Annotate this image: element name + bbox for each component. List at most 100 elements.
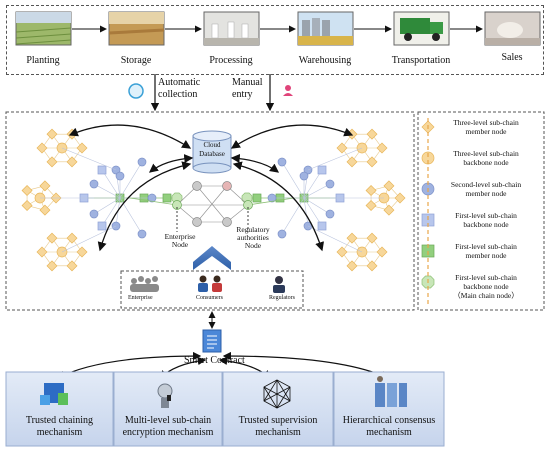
enterprise-node-label: Enterprise Node — [164, 232, 196, 249]
legend-panel — [417, 111, 545, 311]
second-level-member-node — [325, 209, 335, 219]
second-level-member-node — [325, 179, 335, 189]
sales-image — [484, 11, 541, 46]
warehousing-image — [297, 11, 354, 46]
regulators-icon — [273, 276, 285, 293]
first-level-member-node — [252, 193, 262, 203]
stage-label-planting: Planting — [26, 55, 60, 66]
three-level-member-node — [46, 232, 58, 244]
three-level-member-node — [66, 156, 78, 168]
three-level-member-node — [366, 156, 378, 168]
network-edge — [196, 185, 228, 223]
auto-collection-icon — [128, 83, 144, 99]
cloud-label-line1: Cloud — [203, 141, 221, 149]
first-level-backbone-node — [97, 221, 107, 231]
main-chain-peer-node — [222, 181, 232, 191]
trusted-chaining-icon — [40, 383, 68, 405]
stage-label-transportation: Transportation — [391, 55, 451, 66]
second-level-member-node — [137, 157, 147, 167]
cloud-label-line2: Database — [199, 150, 225, 158]
supervision-network-icon — [263, 379, 291, 409]
smart-contract-label: Smart Contract — [184, 355, 245, 366]
three-level-member-node — [383, 204, 395, 216]
three-level-member-node — [21, 184, 33, 196]
chevron-up-icon — [193, 246, 231, 270]
storage-image — [108, 11, 165, 46]
three-level-member-node — [336, 142, 348, 154]
legend-label: First-level sub-chain backbone node （Mai… — [453, 273, 519, 300]
three-level-member-node — [383, 180, 395, 192]
three-level-member-node — [346, 232, 358, 244]
second-level-member-node — [299, 171, 309, 181]
auto-collection-label: Automatic collection — [158, 77, 201, 100]
stage-label-warehousing: Warehousing — [298, 55, 352, 66]
three-level-member-node — [36, 246, 48, 258]
network-edge — [119, 161, 143, 199]
three-level-member-node — [39, 180, 51, 192]
three-level-member-node — [394, 192, 406, 204]
first-level-backbone-node — [317, 221, 327, 231]
three-level-member-node — [66, 260, 78, 272]
process-strip — [6, 5, 544, 75]
three-level-member-node — [376, 142, 388, 154]
consensus-server-icon — [375, 376, 407, 407]
first-level-backbone-node — [317, 165, 327, 175]
three-level-member-node — [39, 204, 51, 216]
network-edge — [93, 197, 121, 215]
transportation-image — [393, 11, 450, 46]
blockchain-network-panel — [5, 111, 415, 311]
mechanism-label-encryption: Multi-level sub-chain encryption mechani… — [122, 415, 214, 438]
main-chain-peer-node — [222, 217, 232, 227]
second-level-member-node — [89, 179, 99, 189]
legend-label: First-level sub-chain member node — [455, 242, 517, 260]
mechanism-label-consensus: Hierarchical consensus mechanism — [342, 415, 436, 438]
three-level-member-node — [76, 246, 88, 258]
legend-label: Second-level sub-chain member node — [450, 180, 522, 198]
collection-arrows — [150, 74, 275, 112]
manual-entry-label: Manual entry — [232, 77, 263, 100]
enterprise-users-label: Enterprise — [128, 295, 153, 301]
legend-label: Three-level sub-chain backbone node — [453, 149, 519, 167]
network-edge — [303, 197, 331, 215]
three-level-member-node — [46, 156, 58, 168]
three-level-member-node — [346, 260, 358, 272]
cloud-sync-arrows — [68, 124, 354, 252]
three-level-member-node — [66, 232, 78, 244]
consumers-icon — [198, 275, 222, 292]
three-level-member-node — [376, 246, 388, 258]
three-level-member-node — [46, 260, 58, 272]
network-edge — [303, 183, 331, 199]
three-level-member-node — [36, 142, 48, 154]
regulatory-node-label: Regulatory authorities Node — [236, 225, 270, 250]
second-level-member-node — [277, 157, 287, 167]
processing-image — [203, 11, 260, 46]
legend-label: Three-level sub-chain member node — [453, 118, 519, 136]
second-level-member-node — [137, 229, 147, 239]
three-level-member-node — [336, 246, 348, 258]
three-level-member-node — [346, 156, 358, 168]
stage-label-storage: Storage — [120, 55, 152, 66]
main-chain-peer-node — [192, 181, 202, 191]
regulators-label: Regulators — [269, 295, 295, 301]
cloud-label: Cloud Database — [193, 141, 231, 159]
smart-contract-icon — [202, 329, 222, 353]
network-edge — [281, 161, 305, 199]
three-level-member-node — [46, 128, 58, 140]
consumers-label: Consumers — [196, 295, 223, 301]
stage-label-processing: Processing — [209, 55, 253, 66]
encryption-key-icon — [157, 383, 173, 408]
planting-image — [15, 11, 72, 46]
three-level-member-node — [365, 200, 377, 212]
manual-entry-icon — [283, 85, 293, 96]
legend-label: First-level sub-chain backbone node — [455, 211, 517, 229]
mechanism-label-trusted-chaining: Trusted chaining mechanism — [25, 415, 94, 438]
network-edge — [93, 183, 121, 199]
network-edge — [281, 197, 305, 235]
second-level-member-node — [89, 209, 99, 219]
three-level-member-node — [366, 260, 378, 272]
three-level-member-node — [21, 200, 33, 212]
first-level-backbone-node — [97, 165, 107, 175]
mechanism-label-supervision: Trusted supervision mechanism — [238, 415, 318, 438]
first-level-member-node — [162, 193, 172, 203]
